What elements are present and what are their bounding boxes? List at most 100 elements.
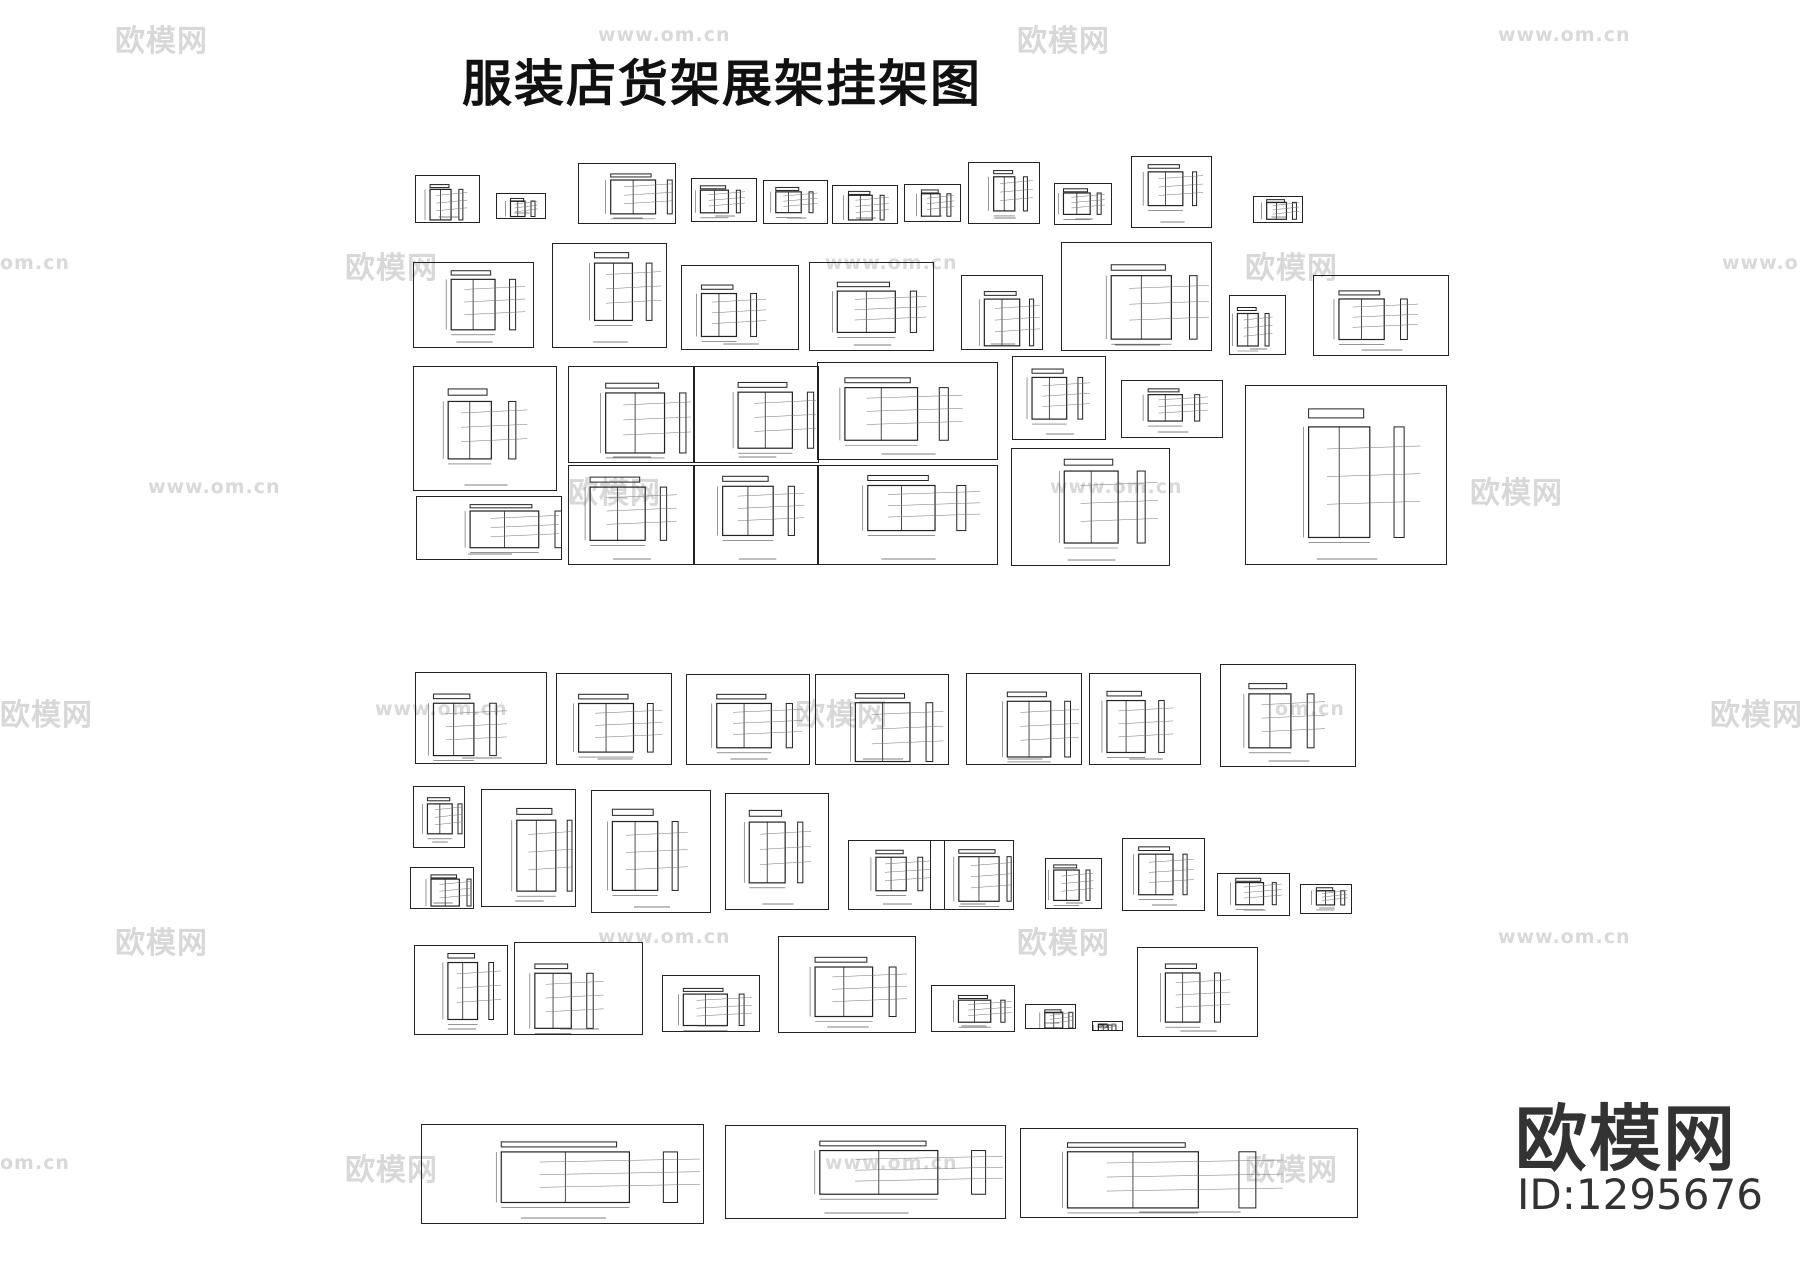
sheet-linework <box>678 987 752 1031</box>
drawing-sheet <box>691 178 757 222</box>
drawing-sheet <box>1220 664 1356 767</box>
sheet-linework <box>814 1140 1004 1214</box>
sheet-linework <box>832 281 927 346</box>
drawing-sheet <box>1131 156 1212 228</box>
sheet-linework <box>1142 164 1204 223</box>
sheet-linework <box>1243 683 1325 762</box>
drawing-sheet <box>817 362 998 460</box>
sheet-linework <box>717 475 805 560</box>
sheet-linework <box>711 693 803 760</box>
drawing-sheet <box>1089 673 1201 765</box>
drawing-sheet <box>725 793 829 910</box>
sheet-linework <box>953 994 1012 1028</box>
drawing-sheet <box>413 366 557 491</box>
drawing-sheet <box>414 945 508 1035</box>
sheet-linework <box>1048 864 1094 906</box>
sheet-linework <box>495 1141 701 1219</box>
drawing-sheet <box>1020 1128 1358 1218</box>
sheet-linework <box>584 476 677 560</box>
drawing-sheet <box>1045 858 1102 909</box>
sheet-linework <box>850 693 944 763</box>
drawing-sheet <box>848 840 945 910</box>
drawing-sheet <box>961 275 1043 350</box>
drawing-sheet <box>415 175 480 223</box>
sheet-linework <box>1311 887 1348 911</box>
sheet-linework <box>1058 188 1105 220</box>
sheet-linework <box>529 963 604 1034</box>
drawing-sheet <box>1313 275 1449 356</box>
drawing-sheet <box>552 243 667 348</box>
sheet-linework <box>1333 290 1419 351</box>
drawing-sheet <box>1245 385 1447 565</box>
sheet-linework <box>1261 199 1299 220</box>
sheet-linework <box>1142 388 1208 433</box>
drawing-sheet <box>591 790 711 913</box>
drawing-sheet <box>686 674 810 765</box>
drawing-sheet <box>514 942 643 1035</box>
drawing-sheet <box>481 789 576 907</box>
sheet-linework <box>862 474 981 560</box>
drawing-sheet <box>415 672 547 764</box>
drawing-sheet <box>1011 448 1170 566</box>
sheet-linework <box>843 190 889 221</box>
drawing-sheet <box>1061 242 1212 351</box>
drawing-sheet <box>694 366 819 463</box>
drawing-sheet <box>1121 380 1223 438</box>
sheet-linework <box>1026 368 1091 435</box>
drawing-sheet <box>1012 356 1106 440</box>
drawing-sheet <box>662 975 760 1032</box>
sheet-linework <box>1002 691 1080 763</box>
sheet-linework <box>424 184 468 221</box>
sheet-linework <box>1303 408 1421 560</box>
sheet-linework <box>839 377 963 455</box>
drawing-sheet <box>725 1125 1006 1219</box>
drawing-sheet <box>410 867 474 909</box>
sheet-linework <box>1039 1009 1074 1028</box>
drawing-sheet <box>966 673 1082 765</box>
sheet-linework <box>732 381 817 458</box>
sheet-linework <box>1062 1142 1283 1214</box>
drawing-sheet <box>931 985 1015 1032</box>
sheet-linework <box>425 874 472 907</box>
drawing-sheet <box>413 786 465 848</box>
sheet-linework <box>1160 963 1231 1032</box>
drawing-sheet <box>904 184 961 222</box>
brand-logo-text: 欧模网 <box>1515 1097 1738 1181</box>
drawing-sheet <box>1137 947 1258 1037</box>
brand-id: ID:1295676 <box>1517 1170 1763 1219</box>
sheet-linework <box>979 291 1041 347</box>
drawing-sheet <box>817 465 998 565</box>
drawing-sheet <box>778 936 916 1033</box>
sheet-linework <box>505 197 538 218</box>
sheet-linework <box>511 807 574 902</box>
drawing-sheet <box>694 465 819 565</box>
page-title: 服装店货架展架挂架图 <box>462 55 982 113</box>
sheet-linework <box>1101 690 1174 760</box>
drawing-sheet <box>681 265 799 350</box>
sheet-linework <box>743 809 812 905</box>
sheet-linework <box>589 252 662 343</box>
sheet-linework <box>916 189 955 221</box>
sheet-linework <box>422 797 463 843</box>
sheet-linework <box>988 170 1033 219</box>
sheet-linework <box>1093 1022 1117 1030</box>
sheet-linework <box>464 504 561 555</box>
drawing-sheet <box>1122 838 1205 911</box>
sheet-linework <box>1058 458 1158 561</box>
drawing-sheet <box>578 163 676 224</box>
drawing-sheet <box>496 193 546 219</box>
drawing-sheet <box>556 673 672 765</box>
sheet-linework <box>442 953 502 1030</box>
sheet-linework <box>770 186 818 219</box>
sheet-linework <box>809 956 908 1028</box>
sheet-linework <box>445 270 526 343</box>
sheet-linework <box>1133 846 1194 906</box>
sheet-linework <box>953 849 1012 907</box>
sheet-linework <box>573 693 663 760</box>
drawing-sheet <box>1025 1004 1076 1029</box>
drawing-sheet <box>1300 884 1352 914</box>
sheet-linework <box>428 693 507 761</box>
drawing-sheet <box>416 496 562 560</box>
drawing-sheet <box>1217 873 1290 916</box>
